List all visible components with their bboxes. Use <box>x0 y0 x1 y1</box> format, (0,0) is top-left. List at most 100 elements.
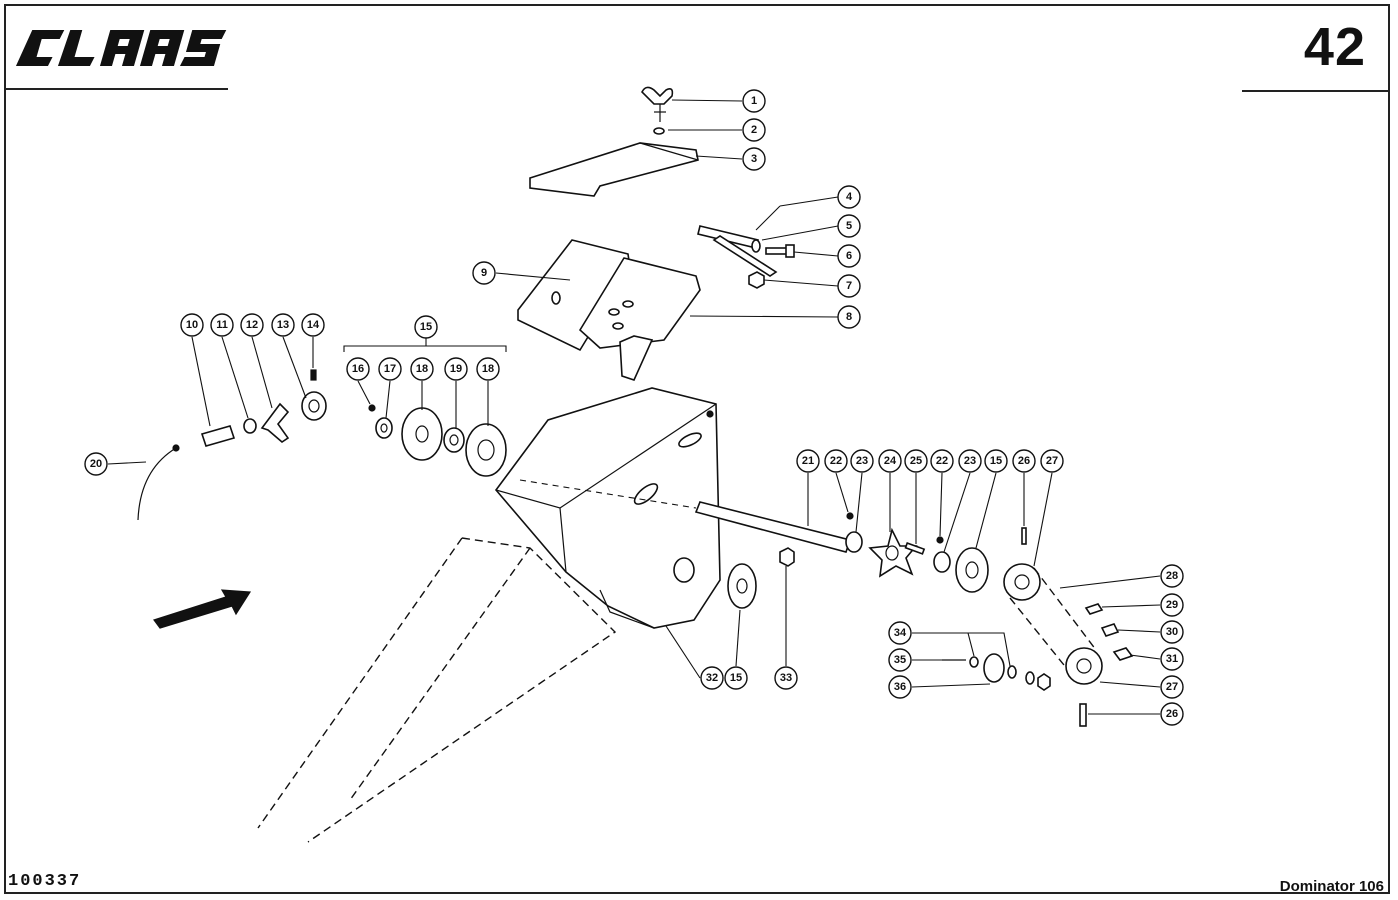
callout-19: 19 <box>444 357 468 381</box>
callout-26: 26 <box>1012 449 1036 473</box>
part-bolt <box>765 244 795 258</box>
callout-label: 13 <box>277 319 289 331</box>
drawing-number: 100337 <box>8 872 82 891</box>
callout-23: 23 <box>850 449 874 473</box>
part-flange-plate <box>401 407 443 461</box>
callout-9: 9 <box>472 261 496 285</box>
callout-label: 16 <box>352 363 364 375</box>
callout-23-second: 23 <box>958 449 982 473</box>
direction-arrow <box>153 589 252 629</box>
callout-label: 23 <box>964 455 976 467</box>
callout-label: 30 <box>1166 626 1178 638</box>
callout-label: 15 <box>730 672 742 684</box>
callout-label: 27 <box>1166 681 1178 693</box>
callout-7: 7 <box>837 274 861 298</box>
callout-33: 33 <box>774 666 798 690</box>
part-washer <box>653 127 665 135</box>
callout-label: 26 <box>1166 708 1178 720</box>
part-side-plate-right <box>578 257 701 381</box>
callout-35: 35 <box>888 648 912 672</box>
page-number: 42 <box>1303 17 1366 77</box>
header-rule-left <box>6 88 228 90</box>
callout-label: 22 <box>936 455 948 467</box>
callout-13: 13 <box>271 313 295 337</box>
part-chain-link-2 <box>1100 623 1120 637</box>
callout-label: 33 <box>780 672 792 684</box>
part-shaft-bearing-2 <box>933 551 951 573</box>
callout-24: 24 <box>878 449 902 473</box>
callout-label: 14 <box>307 319 320 331</box>
part-key <box>904 542 926 555</box>
callout-22-second: 22 <box>930 449 954 473</box>
part-washer-small <box>751 239 761 253</box>
callout-label: 8 <box>846 311 852 323</box>
part-pin-lower <box>1079 703 1087 727</box>
callout-label: 18 <box>416 363 428 375</box>
part-tensioner-nut <box>1037 673 1051 691</box>
model-name: Dominator 106 <box>1279 878 1384 895</box>
callout-label: 20 <box>90 458 102 470</box>
part-pin-upper <box>1021 527 1027 545</box>
callout-15-right: 15 <box>984 449 1008 473</box>
part-flange-plate-2 <box>465 423 507 477</box>
part-set-screw <box>310 369 317 381</box>
callout-label: 34 <box>894 627 907 639</box>
callout-label: 22 <box>830 455 842 467</box>
callout-17: 17 <box>378 357 402 381</box>
callout-10: 10 <box>180 313 204 337</box>
callout-1: 1 <box>742 89 766 113</box>
callout-2: 2 <box>742 118 766 142</box>
callout-20: 20 <box>84 452 108 476</box>
part-ball <box>368 404 376 412</box>
part-tensioner-wheel <box>983 653 1005 683</box>
part-lever-arm <box>260 402 290 444</box>
part-nut-33 <box>779 547 795 567</box>
callout-label: 23 <box>856 455 868 467</box>
header-rule-right <box>1242 90 1388 92</box>
part-shaft-bearing <box>845 531 863 553</box>
callout-label: 1 <box>751 95 757 107</box>
callout-32: 32 <box>700 666 724 690</box>
callout-11: 11 <box>210 313 234 337</box>
callout-label: 24 <box>884 455 897 467</box>
part-flange-15-lower <box>727 563 757 609</box>
callout-label: 7 <box>846 280 852 292</box>
part-ball-bearing <box>443 427 465 453</box>
callout-label: 5 <box>846 220 852 232</box>
part-nut <box>748 271 765 289</box>
callout-29: 29 <box>1160 593 1184 617</box>
callout-label: 19 <box>450 363 462 375</box>
callout-label: 3 <box>751 153 757 165</box>
part-drive-chain <box>1009 567 1097 681</box>
part-collar <box>243 418 257 434</box>
callout-18-second: 18 <box>476 357 500 381</box>
callout-36: 36 <box>888 675 912 699</box>
callout-label: 27 <box>1046 455 1058 467</box>
part-bearing-flange <box>955 547 989 593</box>
part-wing-nut <box>641 86 674 122</box>
callout-34: 34 <box>888 621 912 645</box>
callout-label: 28 <box>1166 570 1178 582</box>
part-tensioner-washer-2 <box>1025 671 1035 685</box>
callout-label: 15 <box>420 321 432 333</box>
part-chain-sprocket-upper <box>1003 563 1041 601</box>
callout-6: 6 <box>837 244 861 268</box>
callout-28: 28 <box>1160 564 1184 588</box>
callout-15-lower: 15 <box>724 666 748 690</box>
part-main-shaft <box>519 479 852 553</box>
callout-5: 5 <box>837 214 861 238</box>
callout-21: 21 <box>796 449 820 473</box>
callout-label: 12 <box>246 319 258 331</box>
callout-label: 26 <box>1018 455 1030 467</box>
callout-label: 25 <box>910 455 922 467</box>
part-tensioner-bolt <box>942 656 979 668</box>
callout-4: 4 <box>837 185 861 209</box>
callout-25: 25 <box>904 449 928 473</box>
callout-16: 16 <box>346 357 370 381</box>
callout-27-lower: 27 <box>1160 675 1184 699</box>
claas-logo <box>15 30 227 66</box>
callout-31: 31 <box>1160 647 1184 671</box>
callout-label: 35 <box>894 654 906 666</box>
callout-label: 15 <box>990 455 1002 467</box>
callout-30: 30 <box>1160 620 1184 644</box>
